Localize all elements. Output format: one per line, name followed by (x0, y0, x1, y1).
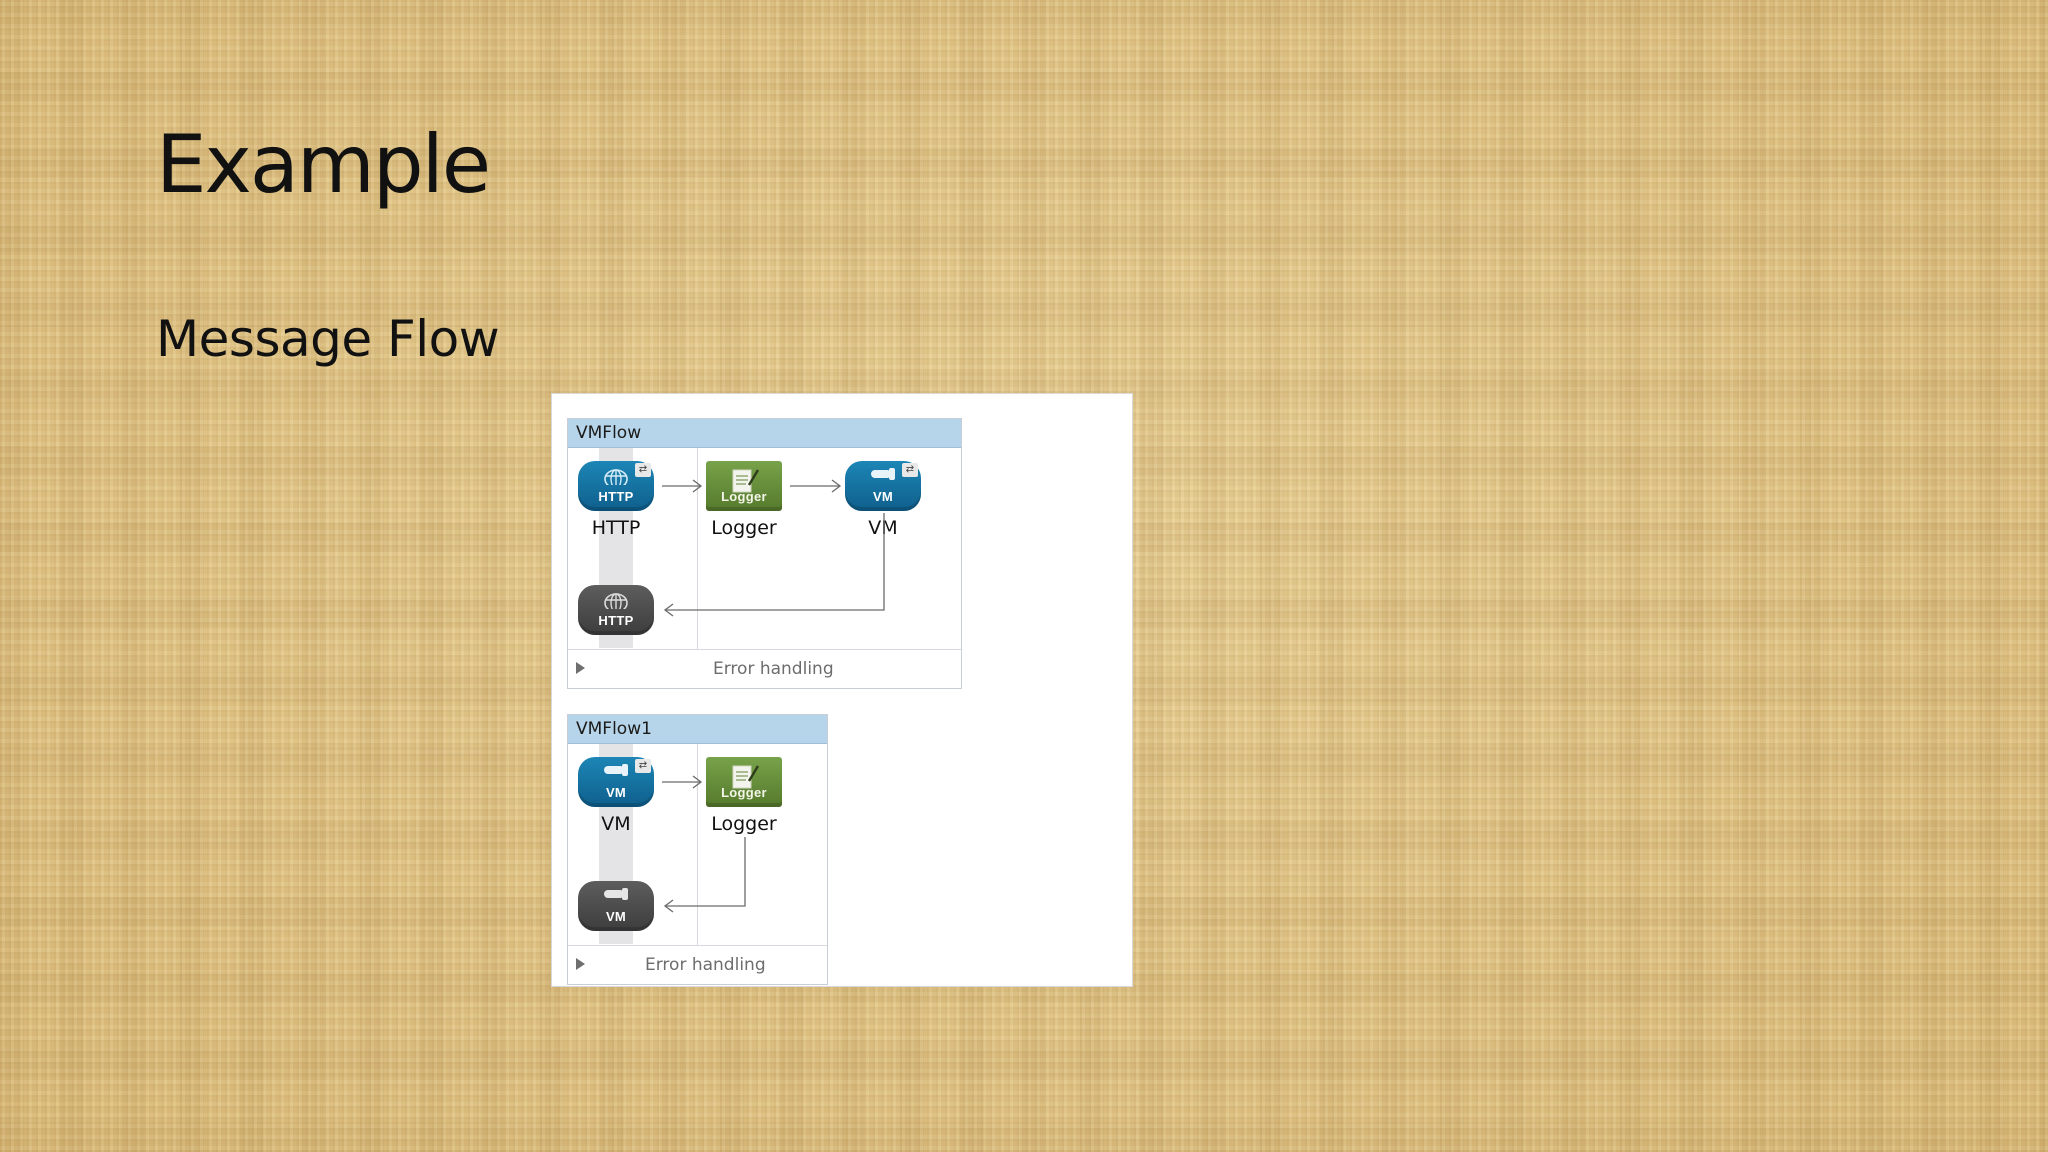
logger-icon (732, 765, 760, 789)
vm-node-label: VM (868, 517, 898, 539)
logger-node-text: Logger (721, 489, 767, 504)
vm-response-node[interactable]: VM (578, 881, 654, 931)
flow-connectors (662, 479, 885, 617)
arrowhead (692, 479, 703, 493)
flow-vmflow1[interactable]: VMFlow1 VM ⇄ VM Logger Logger (567, 714, 828, 985)
http-response-text: HTTP (598, 613, 634, 628)
expand-arrow-icon[interactable] (576, 958, 585, 970)
logger-node[interactable]: Logger (706, 461, 782, 511)
globe-icon (604, 469, 628, 485)
arrowhead (663, 603, 674, 617)
http-node-label: HTTP (591, 517, 641, 539)
error-handling-label: Error handling (645, 955, 766, 975)
slide-subtitle: Message Flow (156, 310, 500, 368)
exchange-pattern-icon: ⇄ (635, 463, 651, 477)
vm-response-text: VM (605, 909, 627, 924)
exchange-pattern-icon: ⇄ (635, 759, 651, 773)
arrowhead (831, 479, 842, 493)
flow-title: VMFlow (568, 419, 961, 448)
arrowhead (663, 899, 674, 913)
http-endpoint-node[interactable]: HTTP ⇄ (578, 461, 654, 511)
exchange-pattern-icon: ⇄ (902, 463, 918, 477)
flow-connectors (662, 775, 746, 913)
http-response-node[interactable]: HTTP (578, 585, 654, 635)
vm-endpoint-node[interactable]: VM ⇄ (845, 461, 921, 511)
flow-title: VMFlow1 (568, 715, 827, 744)
mule-flow-screenshot: VMFlow HTTP ⇄ HTTP Logger (551, 393, 1133, 987)
connector-vm-response (666, 513, 885, 611)
vm-connector-icon (871, 468, 895, 480)
logger-node-label: Logger (711, 813, 777, 835)
vm-endpoint-node[interactable]: VM ⇄ (578, 757, 654, 807)
vm-node-text: VM (872, 489, 894, 504)
vm-node-label: VM (601, 813, 631, 835)
lane-separator (697, 448, 698, 649)
globe-icon (604, 593, 628, 609)
connector-logger-response (666, 837, 746, 907)
error-handling-row[interactable]: Error handling (568, 945, 827, 984)
vm-connector-icon (604, 888, 628, 900)
expand-arrow-icon[interactable] (576, 662, 585, 674)
http-node-text: HTTP (598, 489, 634, 504)
logger-node[interactable]: Logger (706, 757, 782, 807)
arrowhead (692, 775, 703, 789)
vm-connector-icon (604, 764, 628, 776)
lane-separator (697, 744, 698, 945)
logger-node-text: Logger (721, 785, 767, 800)
logger-icon (732, 469, 760, 493)
slide-title: Example (156, 118, 491, 211)
logger-node-label: Logger (711, 517, 777, 539)
error-handling-label: Error handling (713, 659, 834, 679)
vm-node-text: VM (605, 785, 627, 800)
flow-vmflow[interactable]: VMFlow HTTP ⇄ HTTP Logger (567, 418, 962, 689)
error-handling-row[interactable]: Error handling (568, 649, 961, 688)
